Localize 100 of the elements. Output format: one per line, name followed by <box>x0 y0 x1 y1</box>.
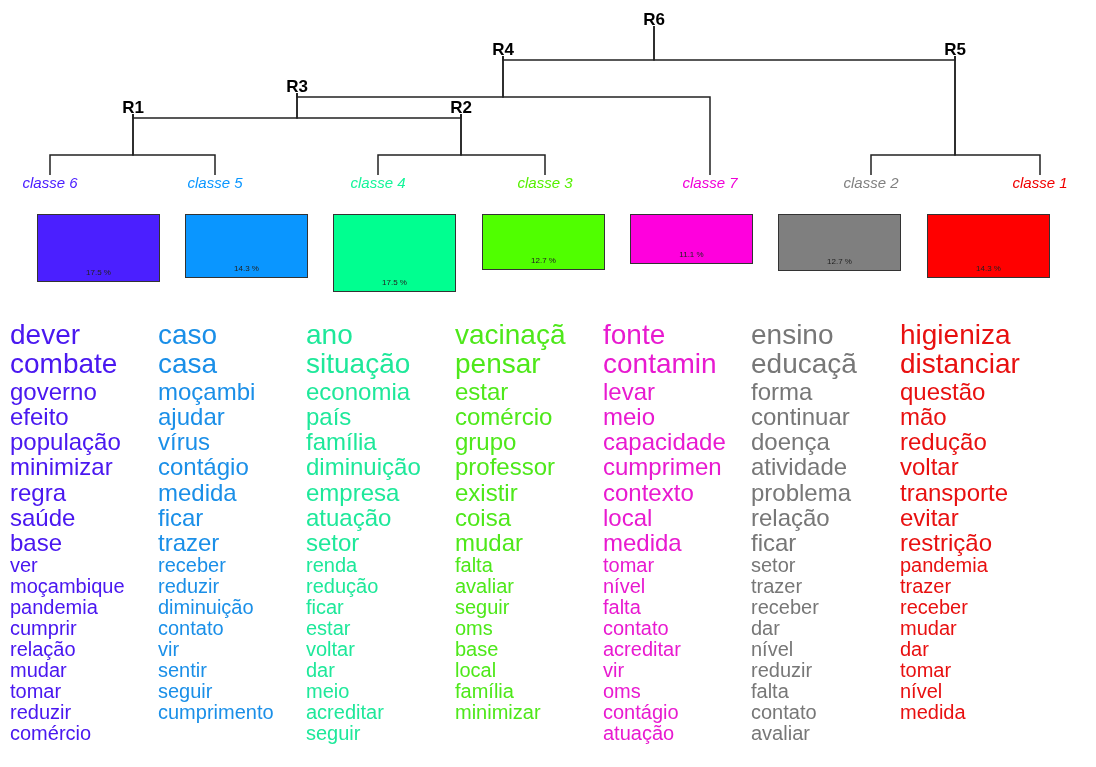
cluster-node-label: R2 <box>450 98 472 118</box>
keyword-text: vir <box>603 660 625 682</box>
keyword-text: existir <box>455 479 518 505</box>
keyword-text: reduzir <box>158 576 220 598</box>
keyword-text: acreditar <box>306 702 384 724</box>
keyword-text: transporte <box>900 479 1009 505</box>
keyword-text: contato <box>603 618 669 640</box>
percentage-text: 12.7 % <box>827 257 852 266</box>
keyword-text: contágio <box>603 702 679 724</box>
keyword-text: reduzir <box>10 702 72 724</box>
keyword-text: voltar <box>900 454 959 480</box>
keyword-text: local <box>603 504 653 530</box>
keyword-text: combate <box>10 349 118 379</box>
keyword-text: meio <box>603 403 656 430</box>
keyword-text: oms <box>603 681 641 703</box>
keyword-text: avaliar <box>751 723 810 745</box>
keyword-text: restrição <box>900 529 993 556</box>
class-label: classe 6 <box>22 175 78 191</box>
keyword-text: receber <box>900 597 968 619</box>
keyword-text: acreditar <box>603 639 681 661</box>
keyword-text: medida <box>158 479 237 505</box>
keyword-text: dar <box>306 660 335 682</box>
keyword-text: redução <box>900 429 987 455</box>
keyword-text: seguir <box>158 681 213 703</box>
keyword-text: levar <box>603 378 656 404</box>
keyword-text: reduzir <box>751 660 813 682</box>
keyword-text: receber <box>158 555 226 577</box>
keyword-text: tomar <box>603 555 655 577</box>
keyword-text: continuar <box>751 403 850 430</box>
keyword-text: falta <box>603 597 641 619</box>
keyword-text: trazer <box>900 576 952 598</box>
keyword-text: comércio <box>10 723 92 745</box>
keyword-text: dar <box>900 639 929 661</box>
dendrogram-branch <box>132 113 216 176</box>
keyword-text: meio <box>306 681 350 703</box>
keyword-text: doença <box>751 429 830 455</box>
keyword-text: pandemia <box>900 555 988 577</box>
keyword-text: contamin <box>603 349 717 379</box>
keyword-text: medida <box>900 702 966 724</box>
cluster-node-label: R5 <box>944 40 966 60</box>
keyword-text: mudar <box>10 660 67 682</box>
keyword-text: mudar <box>455 529 524 556</box>
keyword-text: local <box>455 660 497 682</box>
class-label: classe 1 <box>1012 175 1068 191</box>
keyword-text: educaçã <box>751 349 857 379</box>
keyword-text: ano <box>306 320 353 350</box>
keyword-text: caso <box>158 320 218 350</box>
keyword-text: cumprimento <box>158 702 274 724</box>
keyword-text: contato <box>751 702 817 724</box>
keyword-text: questão <box>900 378 986 404</box>
keyword-text: relação <box>10 639 76 661</box>
keyword-text: estar <box>306 618 351 640</box>
keyword-text: mudar <box>900 618 957 640</box>
keyword-text: minimizar <box>10 454 113 480</box>
cluster-node-label: R6 <box>643 10 665 30</box>
keyword-text: receber <box>751 597 819 619</box>
keyword-text: renda <box>306 555 358 577</box>
keyword-text: dar <box>751 618 780 640</box>
percentage-text: 14.3 % <box>234 264 259 273</box>
keyword-text: seguir <box>455 597 510 619</box>
keyword-text: ficar <box>158 504 204 530</box>
keyword-text: moçambi <box>158 378 256 404</box>
percentage-text: 17.5 % <box>382 278 407 287</box>
keyword-text: base <box>455 639 499 661</box>
keyword-text: ficar <box>306 597 344 619</box>
keyword-text: cumprir <box>10 618 77 640</box>
keyword-text: diminuição <box>306 454 421 480</box>
keyword-text: professor <box>455 454 556 480</box>
keyword-text: oms <box>455 618 493 640</box>
dendrogram-branch <box>954 55 1041 176</box>
keyword-text: tomar <box>900 660 952 682</box>
dendrogram-branch <box>502 55 711 176</box>
keyword-text: economia <box>306 378 411 404</box>
keyword-text: base <box>10 529 63 556</box>
keyword-text: população <box>10 429 121 455</box>
keyword-text: minimizar <box>455 702 541 724</box>
class-size-bar <box>778 214 901 271</box>
keyword-text: capacidade <box>603 429 726 455</box>
keyword-text: atuação <box>603 723 675 745</box>
percentage-text: 17.5 % <box>86 268 111 277</box>
dendrogram-branch <box>460 113 546 176</box>
class-label: classe 7 <box>682 175 738 191</box>
keyword-text: sentir <box>158 660 207 682</box>
keyword-text: problema <box>751 479 852 505</box>
percentage-text: 14.3 % <box>976 264 1001 273</box>
keyword-text: higieniza <box>900 320 1011 350</box>
keyword-text: coisa <box>455 504 512 530</box>
keyword-text: estar <box>455 378 509 404</box>
keyword-text: medida <box>603 529 682 556</box>
keyword-text: casa <box>158 349 218 379</box>
keyword-text: trazer <box>751 576 803 598</box>
class-size-bar <box>482 214 605 270</box>
dendrogram-branch <box>653 25 956 61</box>
keyword-text: ficar <box>751 529 797 556</box>
keyword-text: nível <box>751 639 794 661</box>
percentage-text: 11.1 % <box>679 250 704 259</box>
keyword-text: dever <box>10 320 81 350</box>
keyword-text: fonte <box>603 320 666 350</box>
class-label: classe 4 <box>350 175 406 191</box>
keyword-text: país <box>306 403 352 430</box>
